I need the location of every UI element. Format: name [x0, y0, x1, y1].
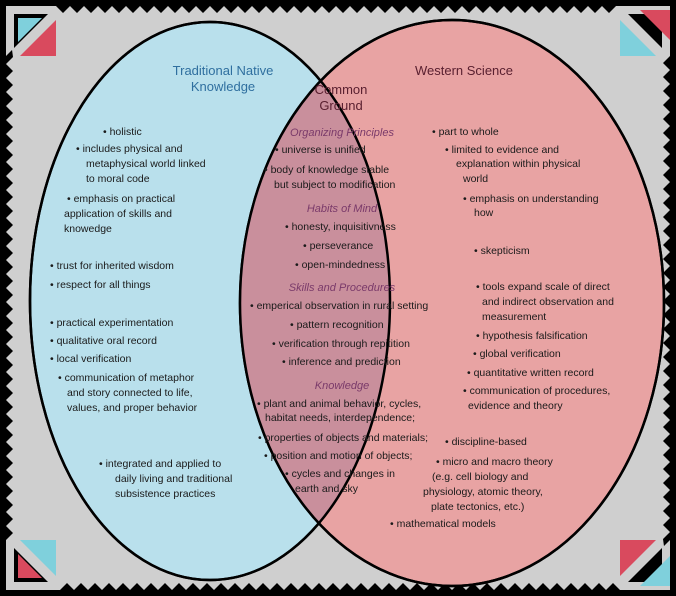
right-item: • part to whole [432, 126, 499, 138]
left-item: • emphasis on practical [67, 193, 176, 205]
left-item: • trust for inherited wisdom [50, 260, 174, 272]
left-circle-outline [28, 20, 392, 582]
section-heading: Organizing Principles [290, 127, 394, 139]
left-item: • respect for all things [50, 279, 151, 291]
left-item: • includes physical and [76, 143, 183, 155]
right-item: • micro and macro theory [436, 456, 553, 468]
right-item: measurement [482, 311, 547, 323]
center-item: habitat needs, interdependence; [265, 412, 416, 424]
right-title: Western Science [414, 63, 514, 78]
right-item: (e.g. cell biology and [432, 471, 529, 483]
section-heading: Skills and Procedures [288, 282, 396, 294]
right-item: • global verification [473, 348, 561, 360]
right-item: explanation within physical [456, 158, 581, 170]
right-item: • tools expand scale of direct [476, 281, 610, 293]
center-item: • inference and prediction [282, 356, 401, 368]
left-item: • local verification [50, 353, 132, 365]
right-item: and indirect observation and [482, 296, 614, 308]
center-item: • pattern recognition [290, 319, 384, 331]
right-circle-outline [238, 18, 666, 588]
center-item: • properties of objects and materials; [258, 432, 429, 444]
center-item: • verification through repitition [272, 338, 410, 350]
center-item: • perseverance [303, 240, 374, 252]
left-item: • integrated and applied to [99, 458, 222, 470]
right-item: • quantitative written record [467, 367, 594, 379]
left-item: application of skills and [64, 208, 172, 220]
left-item: values, and proper behavior [67, 402, 198, 414]
center-item: • cycles and changes in [285, 468, 395, 480]
right-item: evidence and theory [468, 400, 563, 412]
left-item: • practical experimentation [50, 317, 174, 329]
section-heading: Habits of Mind [306, 203, 378, 215]
center-item: • open-mindedness [295, 259, 386, 271]
left-title: Traditional Native Knowledge [172, 63, 274, 94]
right-item: world [463, 173, 489, 185]
left-item: and story connected to life, [67, 387, 193, 399]
corner-decoration-top-right [620, 6, 670, 56]
left-item: • communication of metaphor [58, 372, 195, 384]
center-item: • plant and animal behavior, cycles, [257, 398, 422, 410]
left-item: knowedge [64, 223, 112, 235]
corner-decoration-bottom-left [6, 540, 56, 590]
center-item: • universe is unified [275, 144, 366, 156]
left-item: metaphysical world linked [86, 158, 206, 170]
left-item: • holistic [103, 126, 142, 138]
left-item: • qualitative oral record [50, 335, 157, 347]
center-item: • honesty, inquisitivness [285, 221, 396, 233]
right-item: • emphasis on understanding [463, 193, 599, 205]
center-item: • position and motion of objects; [264, 450, 413, 462]
right-item: • hypothesis falsification [476, 330, 588, 342]
section-heading: Knowledge [314, 380, 370, 392]
left-item: subsistence practices [115, 488, 216, 500]
right-item: • skepticism [474, 245, 530, 257]
right-item: • communication of procedures, [463, 385, 611, 397]
center-item: but subject to modification [274, 179, 396, 191]
center-item: • emperical observation in rural setting [250, 300, 429, 312]
right-item: • mathematical models [390, 518, 496, 530]
right-item: physiology, atomic theory, [423, 486, 543, 498]
corner-decoration-top-left [6, 6, 56, 56]
left-item: daily living and traditional [115, 473, 233, 485]
center-item: earth and sky [295, 483, 359, 495]
right-item: • discipline-based [445, 436, 527, 448]
left-item: to moral code [86, 173, 150, 185]
right-item: how [474, 207, 494, 219]
center-title: Common Ground [314, 82, 368, 113]
center-item: • body of knowledge stable [264, 164, 390, 176]
corner-decoration-bottom-right [620, 540, 670, 590]
right-item: plate tectonics, etc.) [431, 501, 525, 513]
right-item: • limited to evidence and [445, 144, 559, 156]
overlap-region [240, 22, 390, 580]
